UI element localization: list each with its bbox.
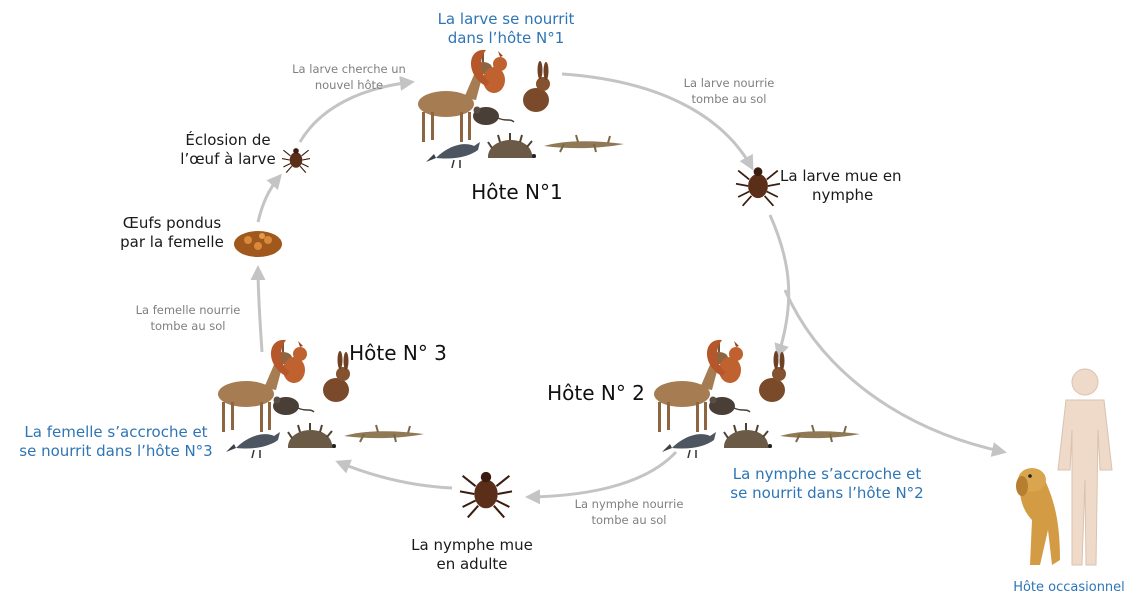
step-eggs-laid: Œufs pondus par la femelle bbox=[110, 214, 234, 252]
host1-label: Hôte N°1 bbox=[446, 180, 588, 205]
arrow-host2-to-ground bbox=[528, 452, 676, 497]
nymph-molting-icon bbox=[460, 472, 512, 518]
step-nymph-attaches: La nymphe s’accroche et se nourrit dans … bbox=[714, 465, 940, 503]
step-larva-molts: La larve mue en nymphe bbox=[780, 167, 920, 205]
host3-label: Hôte N° 3 bbox=[338, 341, 458, 366]
step-female-falls: La femelle nourrie tombe au sol bbox=[120, 303, 256, 334]
arrow-molt-to-host2 bbox=[770, 215, 789, 356]
step-larva-falls: La larve nourrie tombe au sol bbox=[664, 76, 794, 107]
step-female-attaches: La femelle s’accroche et se nourrit dans… bbox=[0, 423, 232, 461]
eggs-icon bbox=[234, 231, 282, 257]
step-nymph-molts: La nymphe mue en adulte bbox=[396, 536, 548, 574]
arrow-host3-to-eggs bbox=[258, 268, 262, 352]
arrow-eggs-to-hatch bbox=[258, 176, 280, 222]
human-icon bbox=[1058, 369, 1112, 565]
host1-animals bbox=[418, 50, 624, 168]
larva-molting-icon bbox=[736, 167, 780, 206]
step-hatching: Éclosion de l’œuf à larve bbox=[172, 131, 284, 169]
arrow-to-occasional-host bbox=[785, 290, 1004, 452]
arrow-nymph-to-host3 bbox=[338, 462, 452, 488]
step-nymph-falls: La nymphe nourrie tombe au sol bbox=[554, 497, 704, 528]
step-larva-feeds-host1: La larve se nourrit dans l’hôte N°1 bbox=[408, 10, 604, 48]
step-larva-seeks-host: La larve cherche un nouvel hôte bbox=[274, 62, 424, 93]
larva-hatching-icon bbox=[282, 148, 310, 173]
host2-label: Hôte N° 2 bbox=[536, 381, 656, 406]
occasional-host-label: Hôte occasionnel bbox=[998, 580, 1140, 596]
dog-icon bbox=[1016, 468, 1060, 565]
